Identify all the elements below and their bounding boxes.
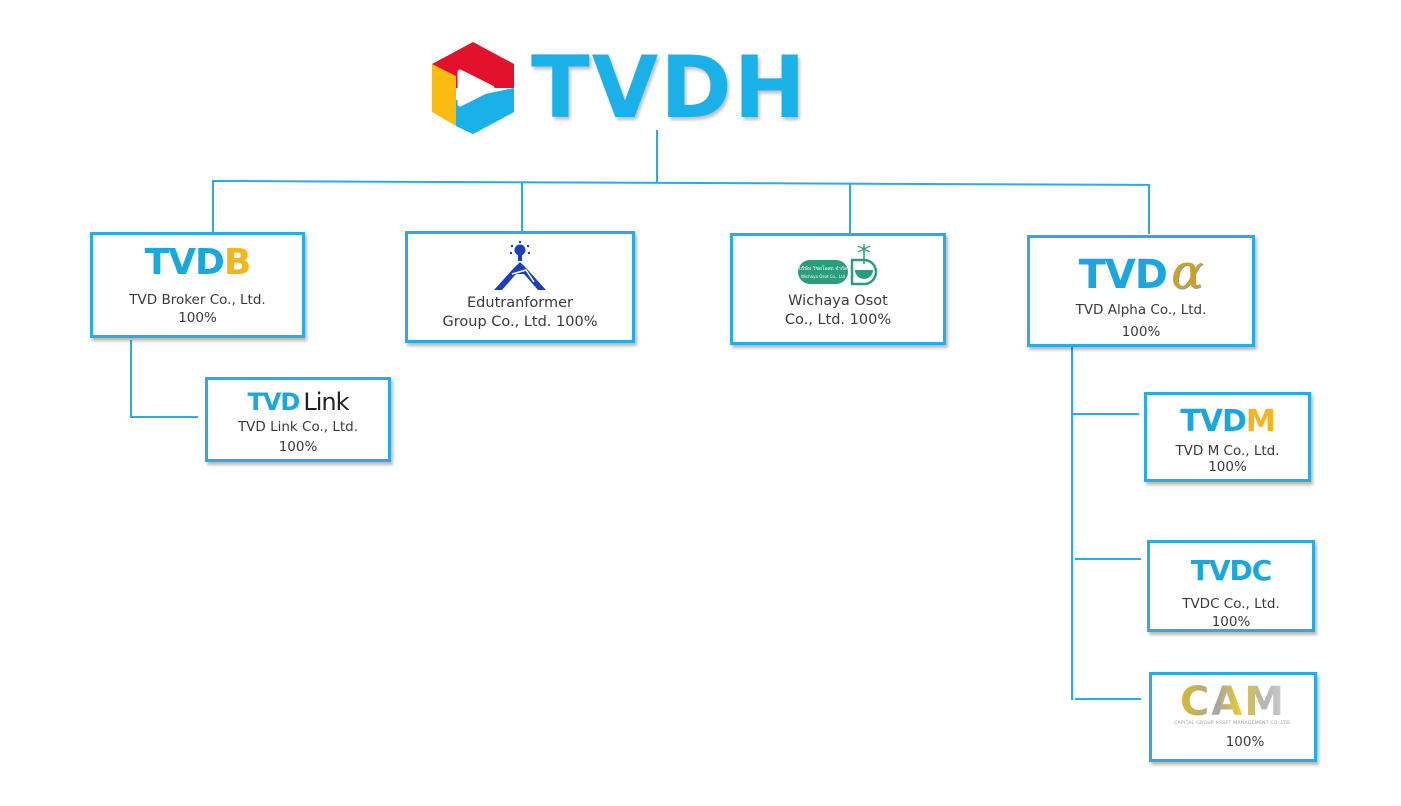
wichaya-badge-sub: Wichaya Osot Co., Ltd xyxy=(801,274,846,279)
node-cam[interactable]: CAM CAPITAL GROUP ASSET MANAGEMENT CO.,L… xyxy=(1149,672,1317,762)
node-tvd-alpha[interactable]: TVDα TVD Alpha Co., Ltd. 100% xyxy=(1027,235,1255,347)
node-edutranformer[interactable]: Edutranformer Group Co., Ltd. 100% xyxy=(405,231,635,343)
tvdalpha-logo: TVDα xyxy=(1030,248,1252,298)
company-name: TVD Link Co., Ltd. xyxy=(237,419,359,435)
drop-line-wichaya xyxy=(849,184,851,234)
company-name: TVD Broker Co., Ltd. xyxy=(129,292,266,308)
tvdb-logo: TVDB xyxy=(93,243,302,283)
tvdc-logo-text: TVDC xyxy=(1190,554,1273,587)
root-drop-line xyxy=(656,130,658,182)
cam-logo-text: CAM xyxy=(1179,679,1287,725)
main-bus-line xyxy=(211,180,1150,186)
wichaya-badge-text: บริษัท วิชยโอสถ จำกัด xyxy=(799,265,848,272)
branch-line-tvdm xyxy=(1073,413,1139,415)
drop-line-tvdalpha xyxy=(1148,184,1150,234)
company-name-line1: Edutranformer xyxy=(467,295,573,311)
ownership-percent: 100% xyxy=(278,439,318,455)
ownership-percent: 100% xyxy=(178,310,217,326)
company-name: TVDC Co., Ltd. xyxy=(1182,596,1280,612)
company-name-line1: Wichaya Osot xyxy=(788,293,888,309)
company-name-line2: Group Co., Ltd. 100% xyxy=(442,314,598,330)
tvdh-logo-text: TVDH xyxy=(531,38,808,138)
herbal-mortar-icon: บริษัท วิชยโอสถ จำกัด Wichaya Osot Co., … xyxy=(798,244,878,286)
company-name: TVD M Co., Ltd. xyxy=(1175,443,1280,459)
lightbulb-mountain-icon xyxy=(494,240,546,290)
node-wichaya-osot[interactable]: บริษัท วิชยโอสถ จำกัด Wichaya Osot Co., … xyxy=(730,233,946,345)
alpha-glyph-icon: α xyxy=(1171,244,1204,300)
branch-line-tvdc xyxy=(1075,558,1141,560)
cam-logo: CAM xyxy=(1152,681,1314,723)
tvdlink-logo-prefix: TVD xyxy=(247,388,300,416)
tvdm-logo-suffix: M xyxy=(1245,404,1276,439)
drop-line-edu xyxy=(521,182,523,232)
ownership-percent: 100% xyxy=(1211,614,1251,630)
alpha-vertical-line xyxy=(1071,344,1073,700)
company-name-line2: Co., Ltd. 100% xyxy=(784,312,892,328)
ownership-percent: 100% xyxy=(1121,324,1161,340)
node-tvdc[interactable]: TVDC TVDC Co., Ltd. 100% xyxy=(1147,540,1315,632)
ownership-percent: 100% xyxy=(1225,734,1265,750)
tvdc-logo: TVDC xyxy=(1150,555,1312,587)
node-tvd-m[interactable]: TVDM TVD M Co., Ltd. 100% xyxy=(1144,392,1311,482)
node-tvd-broker[interactable]: TVDB TVD Broker Co., Ltd. 100% xyxy=(90,232,305,338)
tvdb-logo-prefix: TVD xyxy=(144,242,225,283)
ownership-percent: 100% xyxy=(1208,459,1247,475)
tvdalpha-logo-prefix: TVD xyxy=(1078,252,1168,298)
drop-line-tvdb xyxy=(212,181,214,233)
cam-tagline: CAPITAL GROUP ASSET MANAGEMENT CO.,LTD. xyxy=(1174,721,1292,726)
link-vertical-line xyxy=(130,340,132,418)
tvdb-logo-suffix: B xyxy=(223,242,251,283)
tvdm-logo: TVDM xyxy=(1147,405,1308,439)
link-horizontal-line xyxy=(130,416,198,418)
branch-line-cam xyxy=(1075,698,1141,700)
company-name: TVD Alpha Co., Ltd. xyxy=(1075,302,1207,318)
tvdm-logo-prefix: TVD xyxy=(1180,404,1247,439)
tvdlink-logo-suffix: Link xyxy=(303,388,349,416)
play-hexagon-icon xyxy=(432,42,514,134)
tvdh-logo: TVDH xyxy=(426,38,806,138)
